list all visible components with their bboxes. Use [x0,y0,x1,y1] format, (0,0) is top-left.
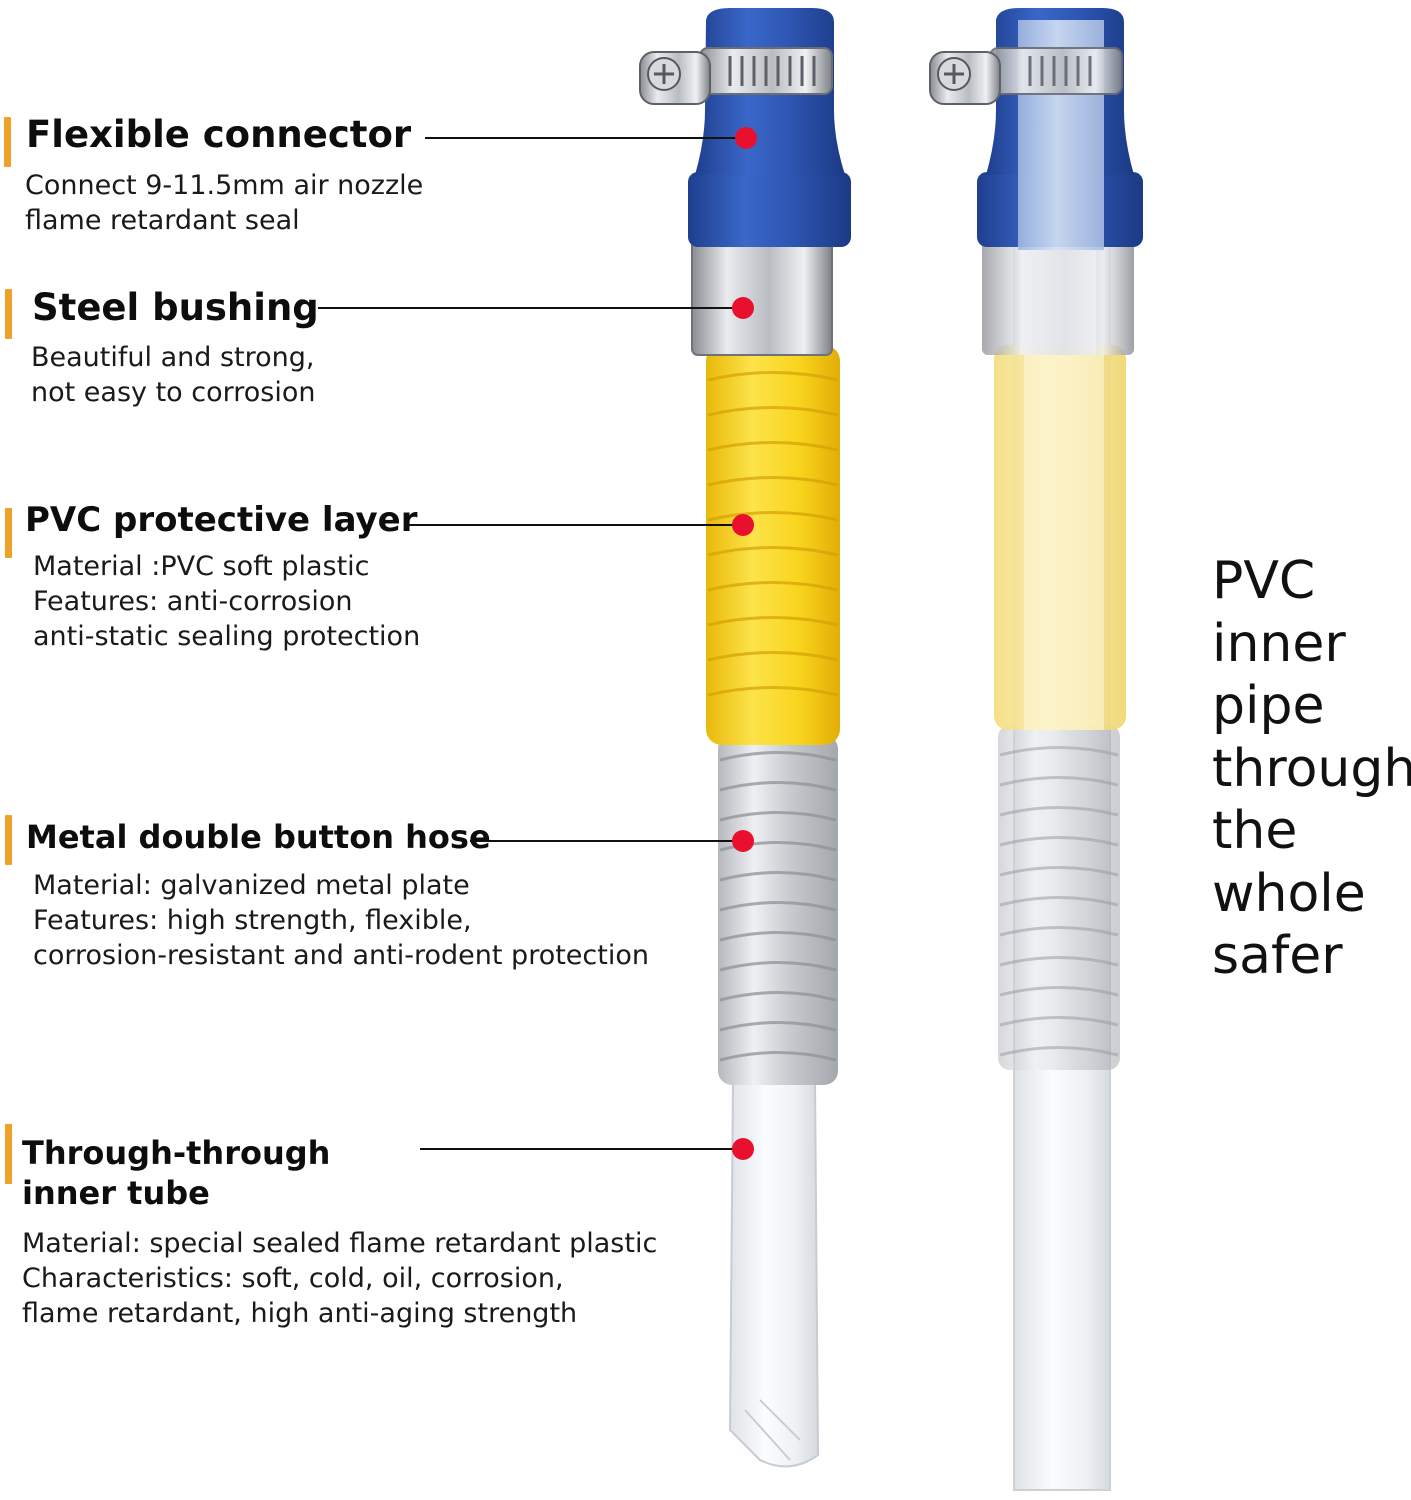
metal-hose-segment [718,735,838,1085]
callout-description: Material :PVC soft plastic Features: ant… [33,551,421,652]
accent-bar [5,815,12,865]
left-hose [639,8,851,1468]
accent-bar [5,1124,12,1184]
pvc-layer-segment [706,345,840,745]
callout-title: Through-through inner tube [22,1134,331,1212]
pvc-layer-ridges [707,371,839,697]
leader-lines [318,137,745,1150]
marker-dot-connector [735,127,757,149]
right-hose [929,8,1143,1491]
accent-bar [4,117,11,167]
accent-bar [5,508,12,558]
marker-dot-pvc [732,514,754,536]
marker-dot-inner-tube [732,1138,754,1160]
callout-description: Material: special sealed flame retardant… [22,1228,658,1329]
callout-title: Metal double button hose [26,818,491,856]
callout-description: Material: galvanized metal plate Feature… [33,870,649,971]
callout-description: Connect 9-11.5mm air nozzle flame retard… [25,170,424,236]
callout-title: Flexible connector [26,113,412,156]
inner-tube-segment [728,1079,820,1468]
marker-dot-bushing [732,297,754,319]
markers [732,127,757,1160]
accent-bar [5,289,12,339]
marker-dot-metal-hose [732,830,754,852]
metal-hose-ridges [719,751,837,1062]
callout-title: PVC protective layer [25,500,418,540]
callout-title: Steel bushing [32,286,319,329]
callout-description: Beautiful and strong, not easy to corros… [31,342,316,408]
connector-collar [688,172,851,247]
side-caption: PVC inner pipe through the whole safer [1212,551,1411,986]
steel-bushing-segment [691,239,833,356]
